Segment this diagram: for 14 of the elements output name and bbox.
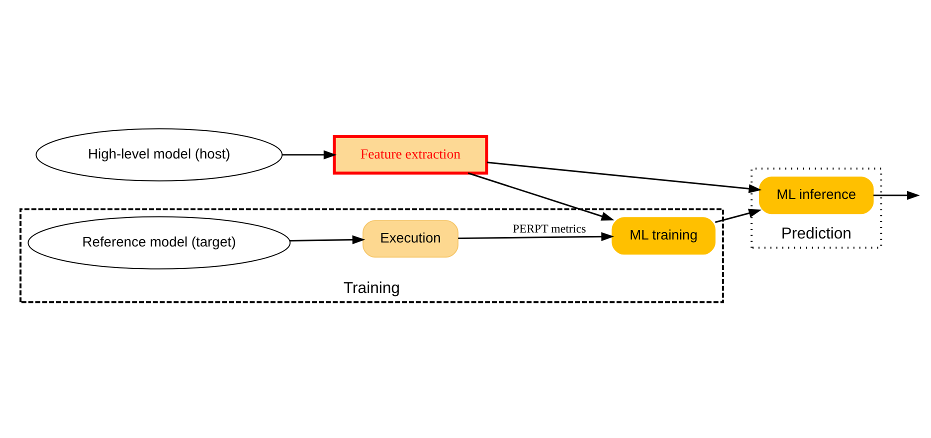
arrow <box>873 190 920 200</box>
node-box: ML training <box>612 216 716 254</box>
node-ellipse: Reference model (target) <box>28 216 291 269</box>
edge-label: PERPT metrics <box>512 221 586 236</box>
arrow <box>290 234 366 244</box>
arrow <box>282 150 337 159</box>
node-box: ML inference <box>759 176 874 214</box>
arrow <box>486 161 762 193</box>
node-box: Execution <box>362 220 458 258</box>
node-ellipse: High-level model (host) <box>36 128 283 181</box>
arrow <box>468 172 614 220</box>
node-box: Feature extraction <box>332 134 488 174</box>
arrow <box>715 208 762 222</box>
arrow <box>458 232 614 241</box>
